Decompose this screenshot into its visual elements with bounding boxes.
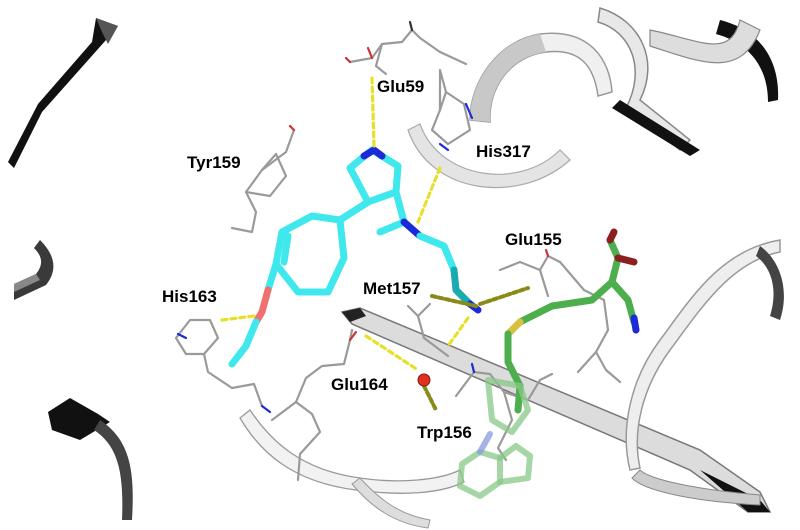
white-coil-bottom: [239, 409, 465, 529]
label-glu164: Glu164: [331, 375, 388, 394]
black-ribbon-mid-left: [14, 240, 54, 300]
hydrogen-bonds: [220, 76, 530, 412]
label-his317: His317: [476, 142, 531, 161]
his163-sticks: [174, 318, 272, 414]
cofactor-green: [457, 228, 640, 499]
label-trp156: Trp156: [417, 423, 472, 442]
label-tyr159: Tyr159: [187, 153, 241, 172]
glu155-sticks: [498, 248, 622, 384]
hbond-water: [422, 384, 438, 412]
label-his163: His163: [162, 287, 217, 306]
label-glu59: Glu59: [377, 77, 424, 96]
black-ribbon-bottom-left: [48, 398, 133, 520]
his317-sticks: [430, 68, 474, 152]
glu164-sticks: [270, 328, 358, 482]
black-ribbon-top-left: [8, 18, 118, 168]
hbond-glu155-dark: [478, 286, 530, 306]
label-glu155: Glu155: [505, 230, 562, 249]
hbond-glu164: [364, 334, 420, 372]
hbond-his163: [220, 314, 256, 322]
helix-ribbon-top-right: [407, 7, 779, 189]
hbond-met157-dark: [430, 294, 478, 308]
hbond-his317: [416, 166, 442, 224]
label-met157: Met157: [363, 279, 421, 298]
met157-sticks: [406, 302, 450, 358]
hbond-met157: [446, 316, 470, 348]
water-sphere: [417, 373, 431, 387]
glu59-sticks: [344, 20, 468, 76]
hbond-glu59: [370, 76, 376, 148]
tyr159-sticks: [230, 124, 296, 234]
white-loop-right: [625, 239, 784, 506]
